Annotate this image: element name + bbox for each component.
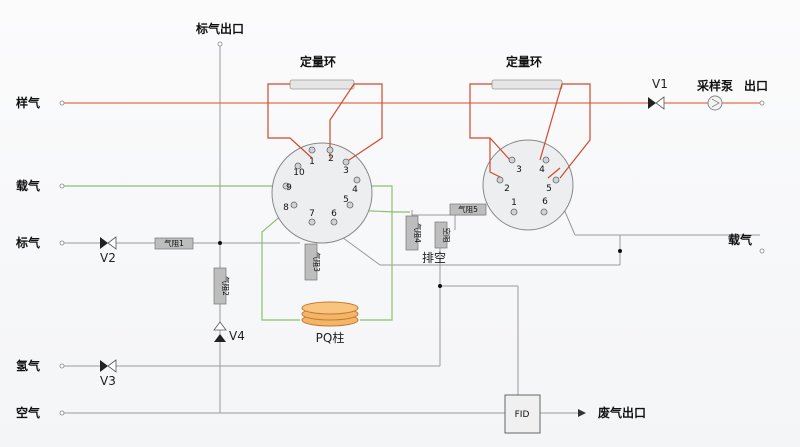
svg-text:气阻3: 气阻3 xyxy=(312,252,322,272)
valve-v3 xyxy=(100,359,117,373)
junctions xyxy=(218,241,622,288)
left-port-2: 2 xyxy=(328,154,334,164)
label-hydrogen: 氢气 xyxy=(16,358,40,373)
fid-detector: FID xyxy=(504,394,541,434)
left-loop-tube xyxy=(289,79,355,90)
left-port-8: 8 xyxy=(283,203,289,213)
resistor-4: 气阻4 xyxy=(405,215,423,251)
right-port-2: 2 xyxy=(504,184,510,194)
right-port-5: 5 xyxy=(546,184,552,194)
label-standard-gas: 标气 xyxy=(15,235,40,250)
column-label: PQ柱 xyxy=(316,330,345,345)
resistor-3: 气阻3 xyxy=(304,243,322,281)
valve-v1 xyxy=(648,96,665,110)
svg-text:气阻2: 气阻2 xyxy=(221,276,231,296)
valve-v2 xyxy=(100,236,117,250)
label-v1: V1 xyxy=(652,77,668,91)
label-exhaust: 废气出口 xyxy=(598,405,646,420)
label-v3: V3 xyxy=(100,374,116,388)
left-port-3: 3 xyxy=(343,166,349,176)
exhaust-arrow-icon xyxy=(578,409,586,417)
label-outlet: 出口 xyxy=(744,78,768,93)
label-vent: 排空 xyxy=(422,251,446,265)
label-v2: V2 xyxy=(100,251,116,265)
label-air: 空气 xyxy=(16,405,40,420)
svg-text:气阻4: 气阻4 xyxy=(413,223,423,243)
resistor-1: 气阻1 xyxy=(154,237,194,250)
left-10-port-valve: 1 2 3 4 5 6 7 8 9 10 xyxy=(267,79,383,244)
label-v4: V4 xyxy=(229,329,245,343)
right-6-port-valve: 1 2 3 4 5 6 xyxy=(469,79,591,231)
left-port-10: 10 xyxy=(293,168,305,178)
resistor-2: 气阻2 xyxy=(213,267,231,305)
svg-text:气阻1: 气阻1 xyxy=(164,238,184,248)
inlet-ports xyxy=(59,41,765,416)
valve-v4 xyxy=(213,321,227,342)
label-standard-gas-outlet: 标气出口 xyxy=(195,21,244,36)
label-carrier-gas: 载气 xyxy=(16,178,40,193)
left-port-1: 1 xyxy=(309,157,315,167)
label-right-loop: 定量环 xyxy=(506,54,542,69)
resistor-vent: 空阻 xyxy=(434,221,452,249)
svg-text:空阻: 空阻 xyxy=(442,228,452,243)
left-port-7: 7 xyxy=(309,209,315,219)
left-port-9: 9 xyxy=(286,183,292,193)
left-port-4: 4 xyxy=(352,185,358,195)
resistor-5: 气阻5 xyxy=(449,203,487,216)
right-port-6: 6 xyxy=(542,197,548,207)
label-sample-gas: 样气 xyxy=(16,95,40,110)
label-carrier-gas-right: 载气 xyxy=(728,232,752,247)
right-loop-tube xyxy=(491,79,563,90)
left-port-5: 5 xyxy=(343,195,349,205)
label-left-loop: 定量环 xyxy=(300,54,336,69)
svg-text:气阻5: 气阻5 xyxy=(458,204,478,214)
right-port-4: 4 xyxy=(539,165,545,175)
pq-column: PQ柱 xyxy=(301,301,359,345)
right-port-3: 3 xyxy=(516,165,522,175)
left-port-6: 6 xyxy=(331,209,337,219)
sampling-pump xyxy=(707,95,723,111)
fid-label: FID xyxy=(515,410,530,420)
label-pump: 采样泵 xyxy=(696,78,733,93)
right-port-1: 1 xyxy=(511,198,517,208)
gray-lines xyxy=(64,44,760,414)
carrier-gas-line xyxy=(64,185,410,321)
